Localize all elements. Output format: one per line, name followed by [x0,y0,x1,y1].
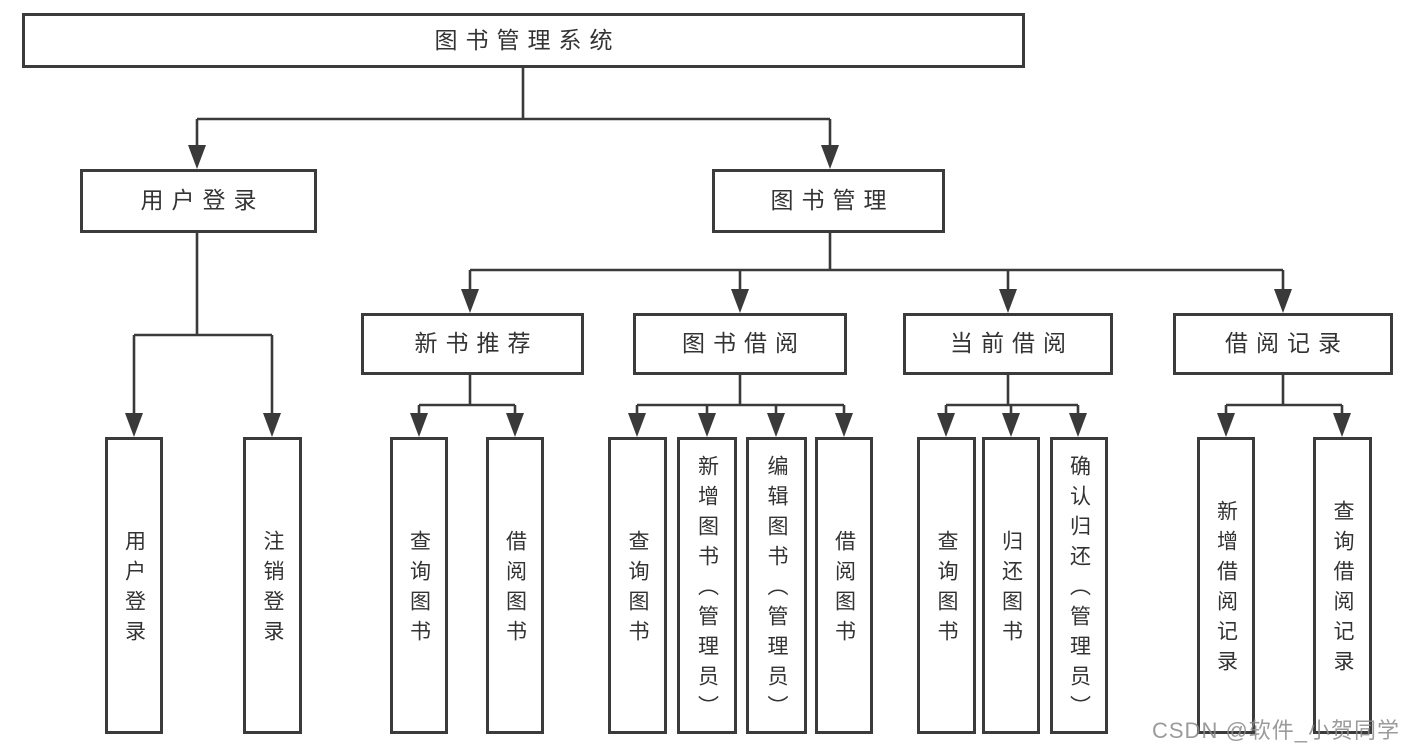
leaf-edit-book-admin: 编辑图书（管理员） [746,437,807,734]
node-book-borrowing: 图书借阅 [633,313,847,375]
node-book-management-branch-label: 图书管理 [770,187,895,214]
node-new-book-recommendation-label: 新书推荐 [414,330,539,357]
leaf-query-borrow-record: 查询借阅记录 [1313,437,1372,734]
leaf-query-books-current-label: 查询图书 [935,530,958,650]
node-user-login-branch: 用户登录 [80,169,317,233]
leaf-confirm-return-admin: 确认归还（管理员） [1050,437,1108,734]
leaf-add-borrow-record-label: 新增借阅记录 [1214,500,1238,680]
leaf-query-books-recommend: 查询图书 [390,437,448,734]
leaf-confirm-return-admin-label: 确认归还（管理员） [1067,455,1091,725]
leaf-add-borrow-record: 新增借阅记录 [1197,437,1255,734]
leaf-return-book-label: 归还图书 [999,530,1023,650]
leaf-query-books-borrowing-label: 查询图书 [626,530,649,650]
leaf-add-book-admin: 新增图书（管理员） [677,437,737,734]
leaf-query-books-borrowing: 查询图书 [608,437,667,734]
node-borrowing-records: 借阅记录 [1173,313,1393,375]
leaf-borrow-books: 借阅图书 [815,437,873,734]
node-book-management-branch: 图书管理 [712,169,945,233]
node-library-system-label: 图书管理系统 [434,26,621,53]
node-current-borrowing: 当前借阅 [903,313,1113,375]
leaf-borrow-books-recommend: 借阅图书 [486,437,544,734]
leaf-borrow-books-label: 借阅图书 [832,530,856,650]
leaf-logout-label: 注销登录 [261,530,284,650]
node-borrowing-records-label: 借阅记录 [1225,330,1349,357]
node-current-borrowing-label: 当前借阅 [950,330,1074,357]
leaf-borrow-books-recommend-label: 借阅图书 [503,530,527,650]
leaf-logout: 注销登录 [243,437,302,734]
leaf-edit-book-admin-label: 编辑图书（管理员） [765,455,788,725]
node-user-login-branch-label: 用户登录 [140,187,265,214]
leaf-query-books-recommend-label: 查询图书 [407,530,431,650]
node-library-system: 图书管理系统 [22,13,1025,68]
leaf-return-book: 归还图书 [982,437,1040,734]
leaf-user-login: 用户登录 [105,437,163,734]
csdn-watermark: CSDN @软件_小贺同学 [1152,718,1401,743]
leaf-user-login-label: 用户登录 [122,530,146,650]
leaf-add-book-admin-label: 新增图书（管理员） [695,455,719,725]
node-new-book-recommendation: 新书推荐 [361,313,584,375]
leaf-query-borrow-record-label: 查询借阅记录 [1331,500,1354,680]
leaf-query-books-current: 查询图书 [917,437,976,734]
node-book-borrowing-label: 图书借阅 [682,330,806,357]
